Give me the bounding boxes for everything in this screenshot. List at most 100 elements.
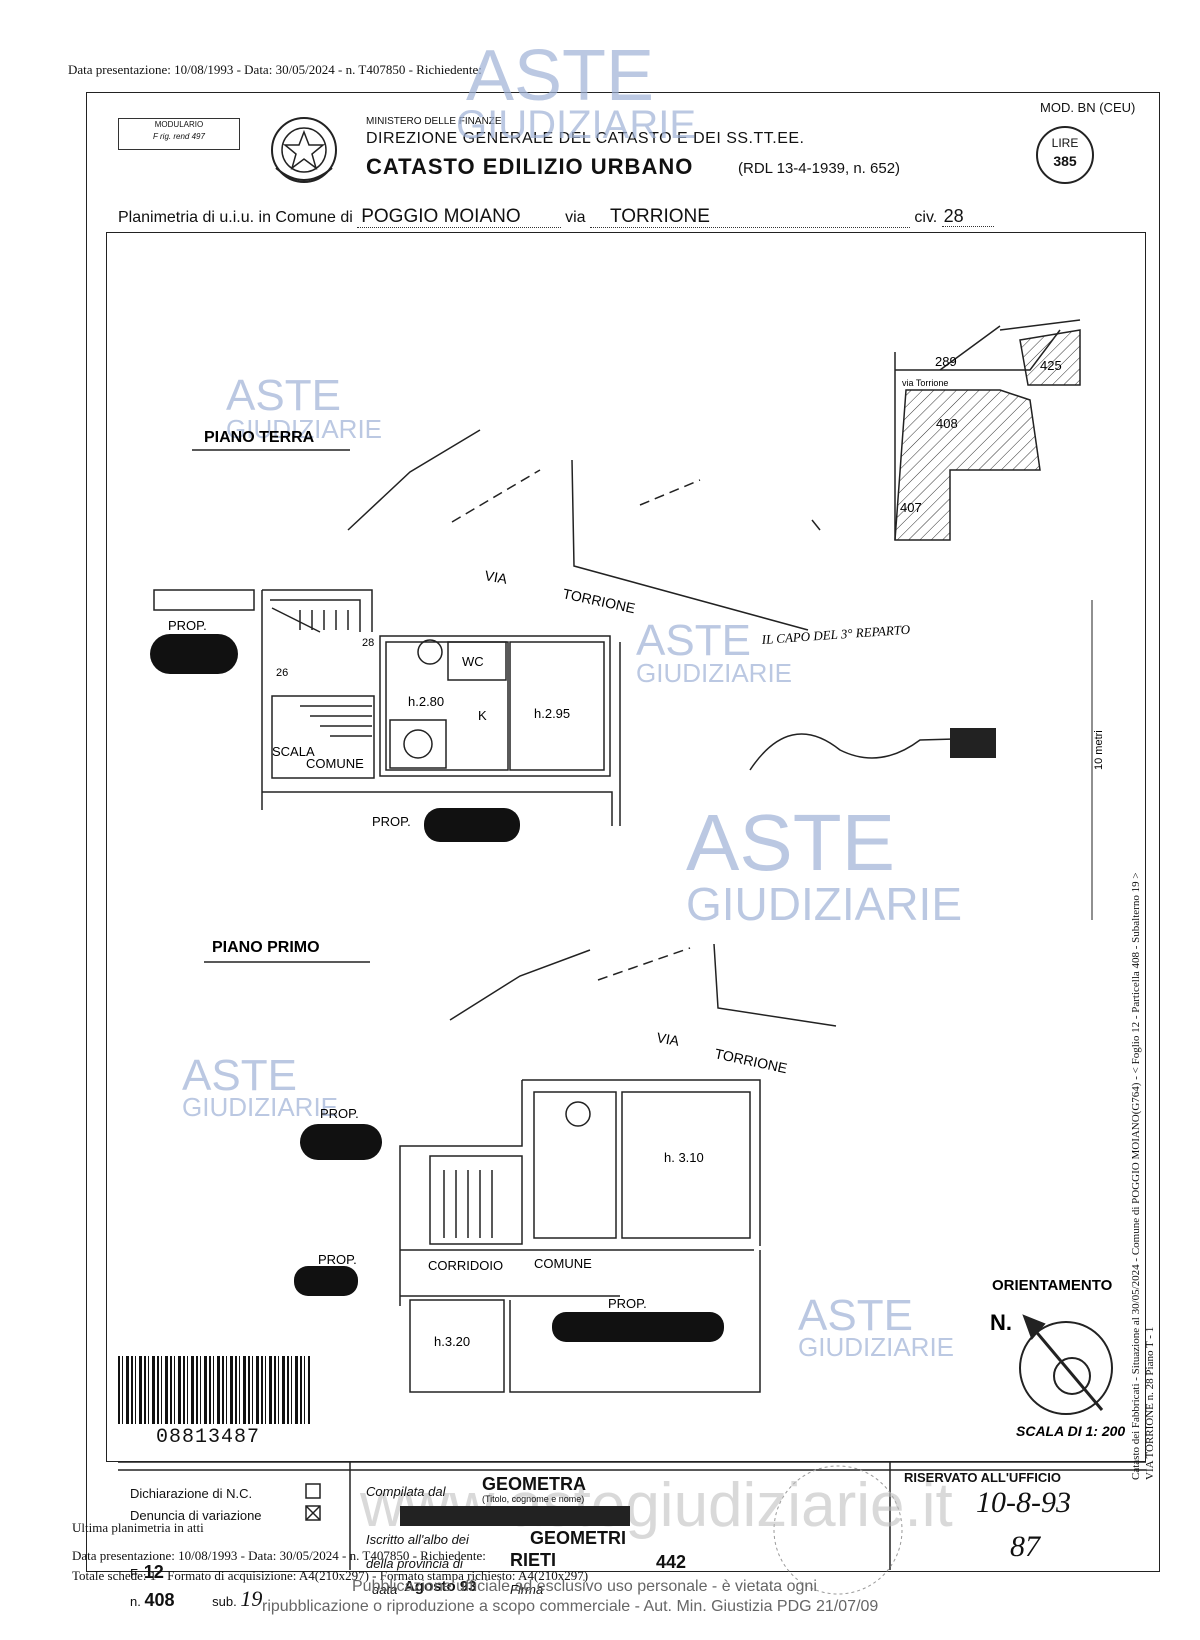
geometra-value: GEOMETRA <box>482 1474 587 1494</box>
watermark-site: www.astegiudiziarie.it <box>359 1471 953 1540</box>
parcel-408: 408 <box>936 416 958 431</box>
footer-line-2: ripubblicazione o riproduzione a scopo c… <box>262 1598 879 1615</box>
prop-label-4: PROP. <box>318 1252 357 1267</box>
direzione-label: DIREZIONE GENERALE DEL CATASTO E DEI SS.… <box>366 130 805 147</box>
denuncia-label: Denuncia di variazione <box>130 1508 262 1523</box>
firma-label: Firma <box>510 1582 544 1597</box>
svg-text:GIUDIZIARIE: GIUDIZIARIE <box>636 658 792 688</box>
via-label-terra: VIA <box>483 567 509 587</box>
torrione-label-terra: TORRIONE <box>561 585 636 616</box>
titolo-label: (Titolo, cognome e nome) <box>482 1494 585 1504</box>
orientamento-label: ORIENTAMENTO <box>992 1277 1113 1294</box>
data-pres-repeat: Data presentazione: 10/08/1993 - Data: 3… <box>72 1548 486 1563</box>
parcel-425: 425 <box>1040 358 1062 373</box>
svg-text:GIUDIZIARIE: GIUDIZIARIE <box>456 103 696 147</box>
lire-value: 385 <box>1053 153 1077 169</box>
foglio-label: F. <box>130 1566 141 1581</box>
particella-group: n. 408 sub. 19 <box>130 1586 262 1612</box>
watermark-mid: ASTE GIUDIZIARIE <box>636 616 792 688</box>
redaction-stamp <box>950 728 996 758</box>
via-label: via <box>565 209 586 226</box>
bottom-box-lines <box>118 1461 1146 1595</box>
h310-label: h. 3.10 <box>664 1150 704 1165</box>
redaction-3 <box>300 1124 382 1160</box>
planimetria-prefix: Planimetria di u.i.u. in Comune di <box>118 209 353 226</box>
via-value: TORRIONE <box>590 206 910 228</box>
corridoio-label: CORRIDOIO <box>428 1258 503 1273</box>
foglio-value: 12 <box>143 1562 164 1582</box>
barcode-icon <box>118 1356 310 1424</box>
geometri-value: GEOMETRI <box>530 1528 627 1548</box>
republic-emblem-icon <box>271 117 337 183</box>
totale-label: Totale schede: 1 - Formato di acquisizio… <box>72 1568 589 1583</box>
agosto-value: Agosto 93 <box>404 1578 477 1595</box>
lire-label: LIRE <box>1051 136 1079 150</box>
svg-text:ASTE: ASTE <box>798 1291 913 1340</box>
mod-label: MOD. BN (CEU) <box>1040 100 1136 115</box>
compilata-label: Compilata dal <box>366 1484 446 1499</box>
dichiarazione-label: Dichiarazione di N.C. <box>130 1486 253 1501</box>
comune-value: POGGIO MOIANO <box>357 206 561 228</box>
data-label: data <box>372 1582 398 1597</box>
n26-label: 26 <box>276 667 288 679</box>
n28-label: 28 <box>362 637 374 649</box>
particella-value: 408 <box>144 1590 175 1610</box>
scale-10m-label: 10 metri <box>1093 730 1105 770</box>
particella-label: n. <box>130 1594 141 1609</box>
scala-label: SCALA <box>272 744 315 759</box>
watermark-lower-right: ASTE GIUDIZIARIE <box>798 1291 954 1362</box>
lire-stamp: LIRE 385 <box>1036 126 1094 184</box>
wc-label: WC <box>462 654 484 669</box>
corridoio-comune-label: COMUNE <box>534 1256 592 1271</box>
svg-text:ASTE: ASTE <box>636 616 751 665</box>
comune-label: COMUNE <box>306 756 364 771</box>
piano-terra-label: PIANO TERRA <box>204 429 315 446</box>
compass-icon <box>1019 1314 1113 1415</box>
redaction-name <box>400 1506 630 1526</box>
k-label: K <box>478 708 487 723</box>
prop-label-2: PROP. <box>372 814 411 829</box>
svg-text:ASTE: ASTE <box>226 371 341 420</box>
parcel-407: 407 <box>900 500 922 515</box>
modulario-label: MODULARIO <box>154 120 204 129</box>
svg-text:ASTE: ASTE <box>466 36 654 116</box>
torrione-label-primo: TORRIONE <box>713 1045 788 1076</box>
redaction-1 <box>150 634 238 674</box>
document-frame <box>86 92 1160 1572</box>
top-header-line: Data presentazione: 10/08/1993 - Data: 3… <box>68 62 482 77</box>
h280-label: h.2.80 <box>408 694 444 709</box>
modulario-box: MODULARIO F rig. rend 497 <box>118 118 240 150</box>
riservato-number: 87 <box>1010 1530 1040 1563</box>
watermark-left: ASTE GIUDIZIARIE <box>226 371 382 444</box>
barcode-number: 08813487 <box>156 1426 261 1449</box>
scala-ratio-label: SCALA DI 1: 200 <box>1016 1423 1125 1439</box>
prop-label-1: PROP. <box>168 618 207 633</box>
side-text-1: Catasto dei Fabbricati - Situazione al 3… <box>1130 872 1142 1480</box>
street-lines-primo <box>449 943 837 1027</box>
sub-label: sub. <box>212 1594 237 1609</box>
h295-label: h.2.95 <box>534 706 570 721</box>
ground-floor-walls <box>153 589 621 826</box>
svg-text:GIUDIZIARIE: GIUDIZIARIE <box>182 1092 338 1122</box>
iscritto-label: Iscritto all'albo dei <box>366 1532 469 1547</box>
svg-text:GIUDIZIARIE: GIUDIZIARIE <box>798 1332 954 1362</box>
svg-text:ASTE: ASTE <box>686 798 895 887</box>
parcel-289: 289 <box>935 354 957 369</box>
catasto-title: CATASTO EDILIZIO URBANO <box>366 154 694 179</box>
street-lines-terra <box>347 429 809 631</box>
redaction-2 <box>424 808 520 842</box>
watermark-center: ASTE GIUDIZIARIE <box>686 798 962 930</box>
modulario-ref: F rig. rend 497 <box>153 132 205 141</box>
piano-primo-label: PIANO PRIMO <box>212 939 320 956</box>
footer-line-1: Pubblicazione ufficiale ad esclusivo uso… <box>352 1578 817 1595</box>
svg-text:GIUDIZIARIE: GIUDIZIARIE <box>686 878 962 930</box>
cadastral-map-inset <box>811 319 1081 541</box>
riservato-label: RISERVATO ALL'UFFICIO <box>904 1470 1061 1485</box>
foglio-group: F. 12 <box>130 1562 164 1583</box>
ultima-label: Ultima planimetria in atti <box>72 1520 204 1535</box>
svg-text:ASTE: ASTE <box>182 1051 297 1100</box>
svg-text:GIUDIZIARIE: GIUDIZIARIE <box>226 414 382 444</box>
watermark-lower-left: ASTE GIUDIZIARIE <box>182 1051 338 1122</box>
rieti-value: RIETI <box>510 1550 557 1570</box>
